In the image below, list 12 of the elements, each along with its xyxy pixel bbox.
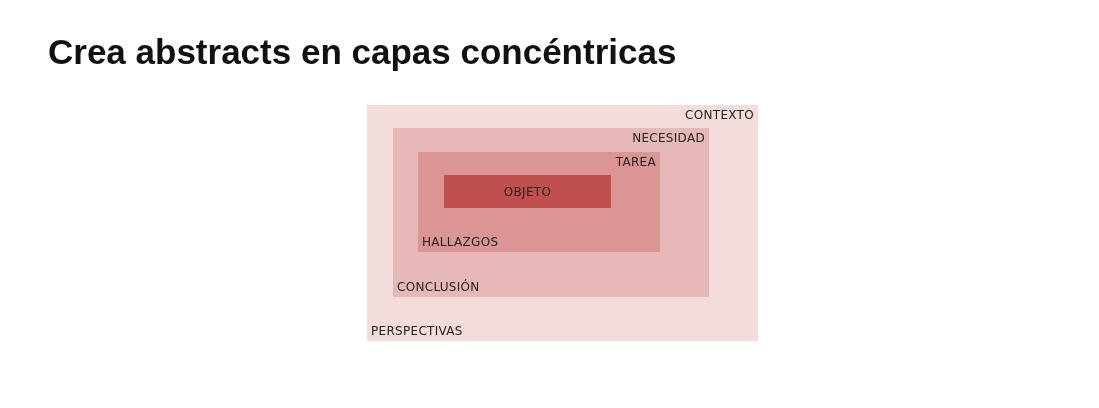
layer-label: CONCLUSIÓN — [397, 280, 480, 294]
layer-box — [418, 152, 660, 252]
layer-label: OBJETO — [503, 184, 552, 199]
outer-layer — [367, 105, 758, 341]
layer-label: TAREA — [615, 155, 656, 169]
layer-box — [444, 175, 611, 208]
layer-label: CONTEXTO — [685, 108, 754, 122]
layer-label: HALLAZGOS — [422, 235, 499, 249]
layer-box — [393, 128, 709, 297]
title: Crea abstracts en capas concéntricas — [48, 32, 677, 72]
layer-label: NECESIDAD — [632, 131, 705, 145]
layer-label: PERSPECTIVAS — [371, 324, 463, 338]
